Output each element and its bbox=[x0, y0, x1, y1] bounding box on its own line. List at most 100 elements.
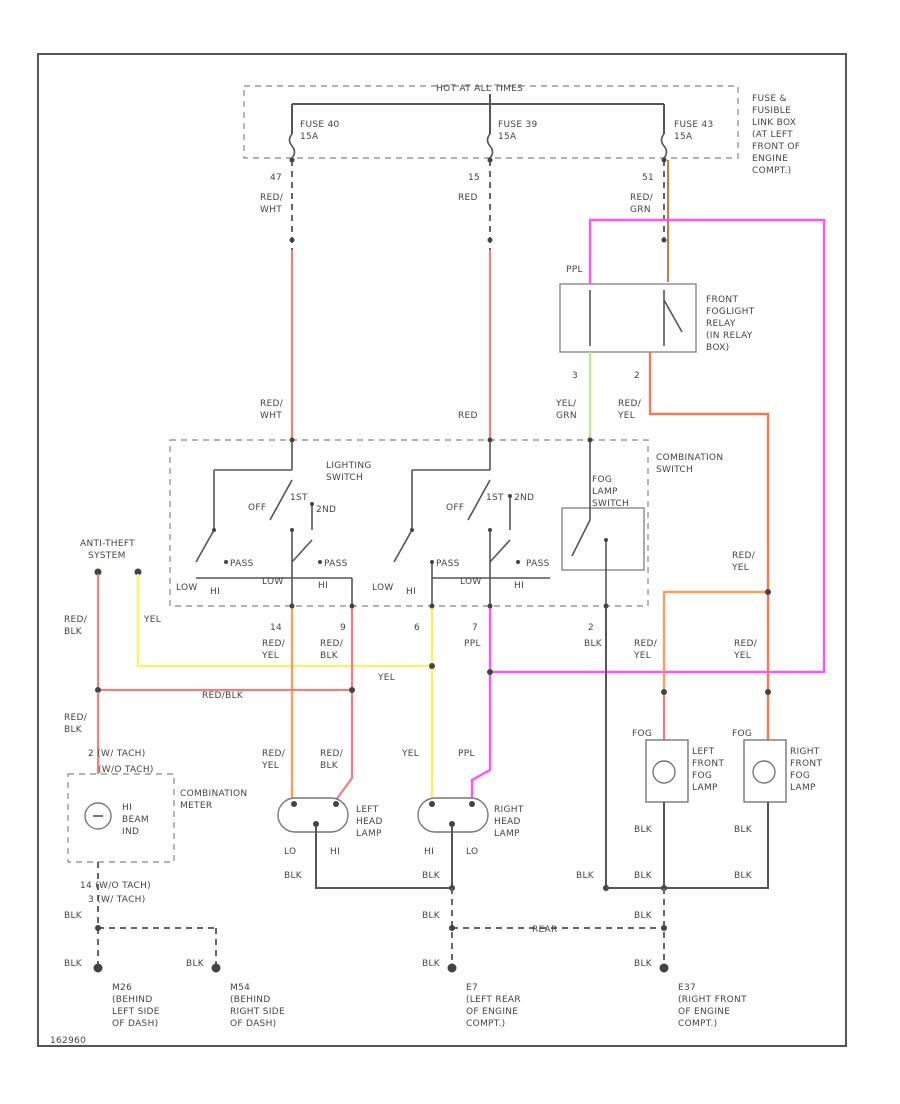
relay-label: FRONT FOGLIGHT RELAY (IN RELAY BOX) bbox=[706, 295, 754, 353]
wire-label-red-yel-fog-right: RED/ YEL bbox=[733, 639, 758, 661]
fuse-43-symbol bbox=[660, 133, 668, 159]
svg-text:YEL: YEL bbox=[731, 563, 749, 573]
svg-text:BLK: BLK bbox=[64, 627, 83, 637]
svg-text:BEAM: BEAM bbox=[122, 815, 149, 825]
svg-text:E7: E7 bbox=[466, 983, 478, 993]
meter-label: COMBINATION METER bbox=[180, 789, 247, 811]
svg-text:RED/: RED/ bbox=[634, 639, 658, 649]
svg-text:LAMP: LAMP bbox=[592, 487, 618, 497]
wire-label-blk-m54: BLK bbox=[186, 959, 205, 969]
left-fog-tag: FOG bbox=[632, 729, 652, 739]
pin-14-label: 14 RED/ YEL bbox=[261, 623, 286, 661]
lsw-left-pass-a: PASS bbox=[230, 559, 254, 569]
svg-text:RED/: RED/ bbox=[320, 639, 344, 649]
wire-label-yel-horiz: YEL bbox=[377, 673, 395, 683]
svg-text:FUSE &: FUSE & bbox=[752, 94, 787, 104]
svg-text:BLK: BLK bbox=[584, 639, 603, 649]
relay-pin-2: 2 bbox=[634, 371, 640, 381]
meter-connector-top2: (W/O TACH) bbox=[98, 765, 154, 775]
wire-ppl-right-head bbox=[470, 606, 492, 800]
lsw-left-pass-b: PASS bbox=[324, 559, 348, 569]
ground-rear-label: REAR bbox=[532, 925, 558, 935]
svg-text:RED/: RED/ bbox=[262, 639, 286, 649]
svg-text:2: 2 bbox=[588, 623, 594, 633]
right-head-lo: LO bbox=[466, 847, 478, 857]
svg-text:BLK: BLK bbox=[64, 725, 83, 735]
wire-blk-left-head bbox=[315, 826, 452, 889]
svg-text:IND: IND bbox=[122, 827, 139, 837]
fuse-box bbox=[243, 85, 739, 159]
svg-text:RED/: RED/ bbox=[618, 399, 642, 409]
lsw-right-off: OFF bbox=[446, 503, 464, 513]
wire-yel-antitheft bbox=[136, 574, 432, 668]
wire-label-red-yel-relay: RED/ YEL bbox=[617, 399, 642, 421]
junction-fog-feed bbox=[765, 589, 771, 595]
lsw-right-pass-a: PASS bbox=[436, 559, 460, 569]
fuse-39-terminal: 15 bbox=[468, 173, 480, 183]
figure-id: 162960 bbox=[50, 1036, 86, 1046]
lighting-switch-right bbox=[393, 440, 550, 606]
svg-text:RED/: RED/ bbox=[260, 193, 284, 203]
svg-text:(IN RELAY: (IN RELAY bbox=[706, 331, 753, 341]
svg-text:COMPT.): COMPT.) bbox=[678, 1019, 717, 1029]
svg-text:E37: E37 bbox=[678, 983, 696, 993]
right-head-lamp-label: RIGHT HEAD LAMP bbox=[494, 805, 524, 839]
wire-label-red-wht-top: RED/ WHT bbox=[260, 193, 284, 215]
svg-text:RED/: RED/ bbox=[64, 615, 88, 625]
relay-contact bbox=[663, 299, 683, 333]
ground-e7 bbox=[447, 963, 457, 973]
wire-label-blk-fog-left-bottom: BLK bbox=[634, 871, 653, 881]
fuse-40-symbol bbox=[288, 133, 296, 159]
ground-e37-label: E37 (RIGHT FRONT OF ENGINE COMPT.) bbox=[678, 983, 747, 1029]
svg-text:RED/: RED/ bbox=[734, 639, 758, 649]
svg-text:WHT: WHT bbox=[260, 411, 282, 421]
combination-switch-label: COMBINATION SWITCH bbox=[656, 453, 723, 475]
svg-text:M26: M26 bbox=[112, 983, 132, 993]
svg-text:COMBINATION: COMBINATION bbox=[656, 453, 723, 463]
wire-label-blk-m26: BLK bbox=[64, 959, 83, 969]
wire-label-red-yel-fog-top: RED/ YEL bbox=[731, 551, 755, 573]
diagram-frame bbox=[37, 53, 847, 1047]
fuse-43-name: FUSE 43 bbox=[674, 120, 714, 130]
svg-text:LAMP: LAMP bbox=[494, 829, 520, 839]
svg-text:FOG: FOG bbox=[592, 475, 612, 485]
junction-red-blk-left bbox=[95, 687, 101, 693]
fuse-box-hot-label: HOT AT ALL TIMES bbox=[436, 84, 523, 94]
junction-ppl bbox=[487, 669, 493, 675]
junction-fog-left bbox=[661, 689, 667, 695]
lsw-left-off: OFF bbox=[248, 503, 266, 513]
svg-text:YEL: YEL bbox=[617, 411, 635, 421]
svg-text:SYSTEM: SYSTEM bbox=[88, 551, 126, 561]
fuse-43-rating: 15A bbox=[674, 132, 693, 142]
svg-text:RIGHT: RIGHT bbox=[494, 805, 524, 815]
meter-connector-bottom: 14 (W/O TACH) bbox=[80, 881, 151, 891]
front-foglight-relay bbox=[559, 283, 697, 353]
fog-lamp-switch-label: FOG LAMP SWITCH bbox=[592, 475, 629, 509]
svg-text:OF DASH): OF DASH) bbox=[112, 1019, 158, 1029]
svg-text:OF DASH): OF DASH) bbox=[230, 1019, 276, 1029]
svg-text:YEL: YEL bbox=[261, 761, 279, 771]
head-lamp-wire-labels: RED/ YEL RED/ BLK YEL PPL bbox=[261, 749, 475, 771]
svg-text:BLK: BLK bbox=[320, 651, 339, 661]
wire-label-blk-left-fog: BLK bbox=[634, 825, 653, 835]
lsw-left-2nd: 2ND bbox=[316, 505, 336, 515]
svg-text:OF ENGINE: OF ENGINE bbox=[466, 1007, 518, 1017]
svg-text:BOX): BOX) bbox=[706, 343, 729, 353]
pin-6-label: 6 bbox=[414, 623, 420, 633]
fuse-40-rating: 15A bbox=[300, 132, 319, 142]
wire-label-red-mid: RED bbox=[458, 411, 478, 421]
wire-label-blk-head-ground: BLK bbox=[422, 911, 441, 921]
relay-ppl-label: PPL bbox=[566, 265, 583, 275]
svg-text:M54: M54 bbox=[230, 983, 250, 993]
svg-text:BLK: BLK bbox=[320, 761, 339, 771]
svg-text:OF ENGINE: OF ENGINE bbox=[678, 1007, 730, 1017]
svg-text:14: 14 bbox=[270, 623, 282, 633]
svg-text:FUSIBLE: FUSIBLE bbox=[752, 106, 791, 116]
svg-text:(AT LEFT: (AT LEFT bbox=[752, 130, 793, 140]
svg-text:LINK BOX: LINK BOX bbox=[752, 118, 796, 128]
svg-text:LEFT: LEFT bbox=[356, 805, 379, 815]
svg-text:PPL: PPL bbox=[458, 749, 475, 759]
fog-switch-contact bbox=[604, 538, 608, 542]
fuse-box-location: FUSE & FUSIBLE LINK BOX (AT LEFT FRONT O… bbox=[752, 94, 800, 176]
